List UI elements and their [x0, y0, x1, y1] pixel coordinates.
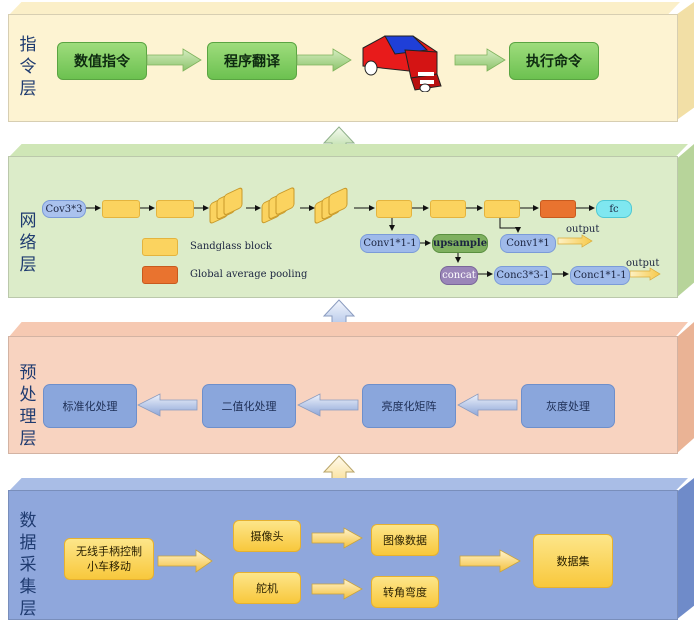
- fc-node: fc: [596, 200, 632, 218]
- gap-block: [540, 200, 576, 218]
- legend-gap-label: Global average pooling: [190, 269, 308, 280]
- arrow-c2: [311, 527, 363, 549]
- network-layer-title: 网络层: [19, 211, 37, 275]
- collection-layer-title: 数据采集层: [19, 511, 37, 619]
- steering-angle-box: 转角弯度: [371, 576, 439, 608]
- car-icon: [362, 35, 442, 92]
- arrow-c4: [459, 549, 521, 573]
- servo-box: 舵机: [233, 572, 301, 604]
- conv3x3-node: Conc3*3-1: [494, 266, 552, 285]
- command-layer-title: 指令层: [19, 35, 37, 99]
- command-arrows: [146, 48, 506, 72]
- input-conv-node: Cov3*3: [42, 200, 86, 218]
- output-2-label: output: [626, 258, 660, 269]
- execute-command-box: 执行命令: [509, 42, 599, 80]
- image-data-box: 图像数据: [371, 524, 439, 556]
- block-4: [430, 200, 466, 218]
- output-1-label: output: [566, 224, 600, 235]
- wireless-controller-box: 无线手柄控制小车移动: [64, 538, 154, 580]
- conv1x1-1-node: Conv1*1-1: [360, 234, 420, 253]
- upsample-node: upsample: [432, 234, 488, 253]
- legend-sandglass-swatch: [142, 238, 178, 256]
- block-5: [484, 200, 520, 218]
- camera-box: 摄像头: [233, 520, 301, 552]
- dataset-box: 数据集: [533, 534, 613, 588]
- sandglass-stack-3: [314, 187, 348, 224]
- collection-arrows: [157, 527, 521, 600]
- conv1x1-node: Conv1*1: [500, 234, 556, 253]
- sandglass-stack-2: [261, 187, 295, 224]
- concat-node: concat: [440, 266, 478, 285]
- grayscale-box: 灰度处理: [521, 384, 615, 428]
- arrow-p2: [297, 393, 359, 417]
- legend-gap-swatch: [142, 266, 178, 284]
- arrow-p3: [457, 393, 518, 417]
- network-diagram: [86, 187, 661, 281]
- normalize-box: 标准化处理: [43, 384, 137, 428]
- numeric-command-box: 数值指令: [57, 42, 147, 80]
- arrow-p1: [137, 393, 198, 417]
- arrow-1: [146, 48, 202, 72]
- sandglass-stack-1: [209, 187, 243, 224]
- binarize-box: 二值化处理: [202, 384, 296, 428]
- arrow-c3: [311, 578, 363, 600]
- arrow-3: [454, 48, 506, 72]
- brightness-matrix-box: 亮度化矩阵: [362, 384, 456, 428]
- arrow-c1: [157, 549, 213, 573]
- block-3: [376, 200, 412, 218]
- preprocess-arrows: [137, 393, 518, 417]
- preprocess-layer-title: 预处理层: [19, 363, 37, 449]
- arrow-2: [296, 48, 352, 72]
- block-2: [156, 200, 194, 218]
- program-translate-box: 程序翻译: [207, 42, 297, 80]
- conv1x1-final-node: Conc1*1-1: [570, 266, 630, 285]
- legend-sandglass-label: Sandglass block: [190, 241, 272, 252]
- block-1: [102, 200, 140, 218]
